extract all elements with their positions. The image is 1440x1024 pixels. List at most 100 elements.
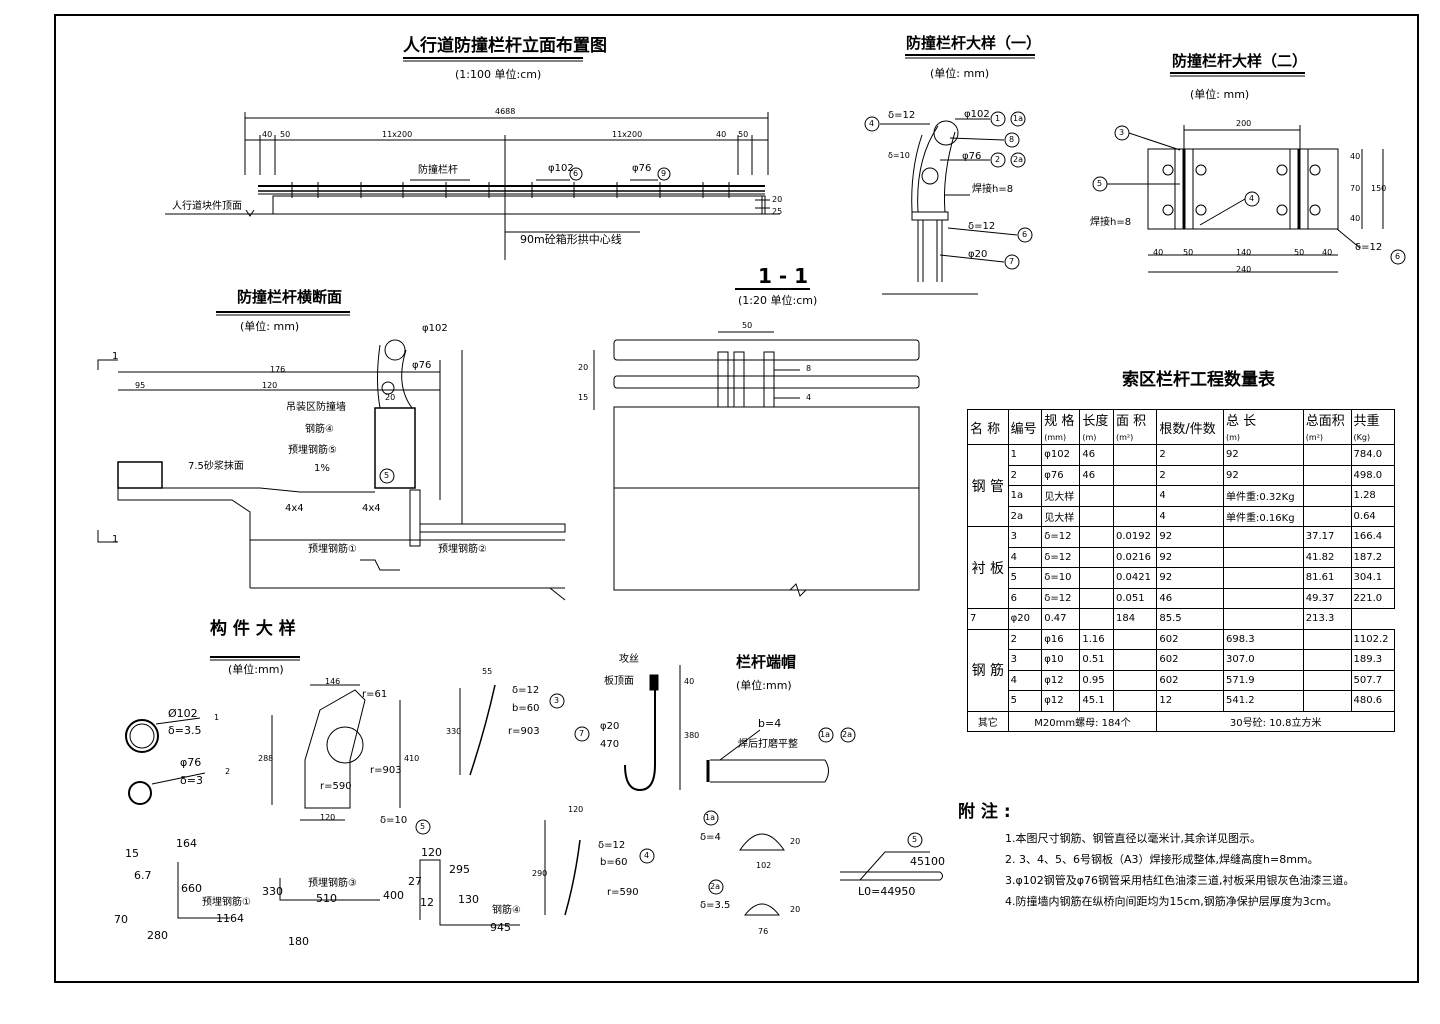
- section-dim-176: 176: [270, 365, 286, 374]
- table-cell: 2: [1007, 628, 1043, 650]
- note-item: 1.本图尺寸钢筋、钢管直径以毫米计,其余详见图示。: [1005, 832, 1261, 845]
- table-cell: 698.3: [1223, 628, 1304, 650]
- table-cell: [1079, 526, 1115, 548]
- bar3-name: 预埋钢筋③: [308, 878, 357, 889]
- header-spec-unit: (mm): [1044, 433, 1067, 442]
- detail1-tag-1: 1: [995, 114, 1001, 123]
- bar1-dim-15: 15: [125, 847, 139, 860]
- section-tag-5: 5: [384, 471, 390, 480]
- elevation-side-dim-1: 20: [772, 195, 783, 204]
- table-cell: [1223, 608, 1304, 630]
- detail1-tag-4: 4: [869, 119, 875, 128]
- detail2-side-dim-1: 40: [1350, 152, 1361, 161]
- elevation-dim-3: 11x200: [382, 130, 413, 139]
- table-cell: [1113, 464, 1158, 486]
- plate3-r: r=903: [508, 726, 540, 737]
- section-drawing: [97, 311, 566, 601]
- table-cell: 304.1: [1350, 567, 1396, 589]
- table-cell: 46: [1079, 444, 1115, 466]
- table-cell: 541.2: [1223, 690, 1304, 712]
- table-cell: δ=12: [1041, 546, 1081, 568]
- pipe2-tag: 2: [225, 767, 231, 776]
- elevation-scale: (1:100 单位:cm): [455, 68, 542, 81]
- table-other-label: 其它: [967, 710, 1009, 732]
- plate5-dim-120: 120: [320, 813, 336, 822]
- table-cell: 221.0: [1350, 587, 1396, 609]
- table-cell: φ12: [1041, 690, 1081, 712]
- detail1-drawing: [864, 54, 1035, 295]
- table-cell: 187.2: [1350, 546, 1396, 568]
- detail1-tag-8: 8: [1009, 135, 1015, 144]
- section11-drawing: [593, 288, 920, 597]
- section-label-chamfer-1: 4x4: [285, 503, 304, 514]
- table-cell: 见大样: [1041, 485, 1081, 507]
- table-cell: 0.95: [1079, 669, 1115, 691]
- elevation-side-dim-2: 25: [772, 207, 783, 216]
- plate4-dim-290: 290: [532, 869, 548, 878]
- cap1a-dim-102: 102: [756, 861, 772, 870]
- elevation-tag-9: 9: [661, 169, 667, 178]
- table-cell: 41.82: [1302, 546, 1352, 568]
- detail1-tag-2a: 2a: [1013, 155, 1023, 164]
- bar1-dim-6-7: 6.7: [134, 869, 152, 882]
- table-cell: [1223, 526, 1304, 548]
- cap1a-dim-20: 20: [790, 837, 801, 846]
- elevation-rail-label: 防撞栏杆: [418, 165, 458, 176]
- bolt-thread: 攻丝: [619, 654, 639, 665]
- detail2-bottom-dim-3: 140: [1236, 248, 1252, 257]
- table-cell: [1302, 444, 1352, 466]
- table-cell: 见大样: [1041, 505, 1081, 527]
- table-cell: 1102.2: [1350, 628, 1396, 650]
- header-total-area-unit: (m²): [1305, 433, 1324, 442]
- table-cell: [1302, 464, 1352, 486]
- table-cell: 602: [1156, 649, 1224, 671]
- table-cell: δ=12: [1041, 587, 1081, 609]
- table-cell: φ16: [1041, 628, 1081, 650]
- detail1-label-pipe76: φ76: [962, 151, 982, 162]
- table-cell: [1302, 628, 1352, 650]
- bar4-dim-945: 945: [490, 921, 511, 934]
- table-cell: [1113, 444, 1158, 466]
- table-cell: 4: [1156, 485, 1224, 507]
- table-cell: 92: [1156, 546, 1224, 568]
- plate4-dim-120: 120: [568, 805, 584, 814]
- table-cell: 92: [1223, 464, 1304, 486]
- table-title: 索区栏杆工程数量表: [1122, 370, 1275, 390]
- elevation-dim-6: 50: [738, 130, 749, 139]
- plate4-delta: δ=12: [598, 840, 626, 851]
- cap-unit: (单位:mm): [736, 679, 792, 692]
- table-cell: 0.0192: [1113, 526, 1158, 548]
- section-dim-20: 20: [385, 393, 396, 402]
- bar4-dim-12: 12: [420, 896, 434, 909]
- table-cell: [1113, 505, 1158, 527]
- table-cell: 81.61: [1302, 567, 1352, 589]
- header-weight-unit: (Kg): [1353, 433, 1371, 442]
- table-group-cell: 钢 管: [967, 444, 1009, 527]
- header-area-unit: (m²): [1116, 433, 1134, 442]
- bar4-dim-27: 27: [408, 875, 422, 888]
- table-cell: 571.9: [1223, 669, 1304, 691]
- bar4-dim-400: 400: [383, 889, 404, 902]
- table-cell: [1302, 505, 1352, 527]
- table-cell: 85.5: [1156, 608, 1224, 630]
- section-label-pipe102: φ102: [422, 323, 448, 334]
- table-cell: 0.51: [1079, 649, 1115, 671]
- detail2-bottom-dim-4: 50: [1294, 248, 1305, 257]
- table-group-cell: 衬 板: [967, 526, 1009, 609]
- components-title: 构 件 大 样: [210, 619, 296, 639]
- plate4-r: r=590: [607, 887, 639, 898]
- table-cell: 37.17: [1302, 526, 1352, 548]
- detail2-bottom-dim-5: 40: [1322, 248, 1333, 257]
- bar3-dim-330: 330: [262, 885, 283, 898]
- table-group-cell: 钢 筋: [967, 628, 1009, 712]
- table-cell: [1079, 546, 1115, 568]
- bolt-length: 470: [600, 739, 620, 750]
- table-cell: 92: [1223, 444, 1304, 466]
- table-cell: 784.0: [1350, 444, 1396, 466]
- detail1-tag-7: 7: [1009, 257, 1015, 266]
- table-cell: [1223, 567, 1304, 589]
- detail2-tag-4: 4: [1249, 194, 1255, 203]
